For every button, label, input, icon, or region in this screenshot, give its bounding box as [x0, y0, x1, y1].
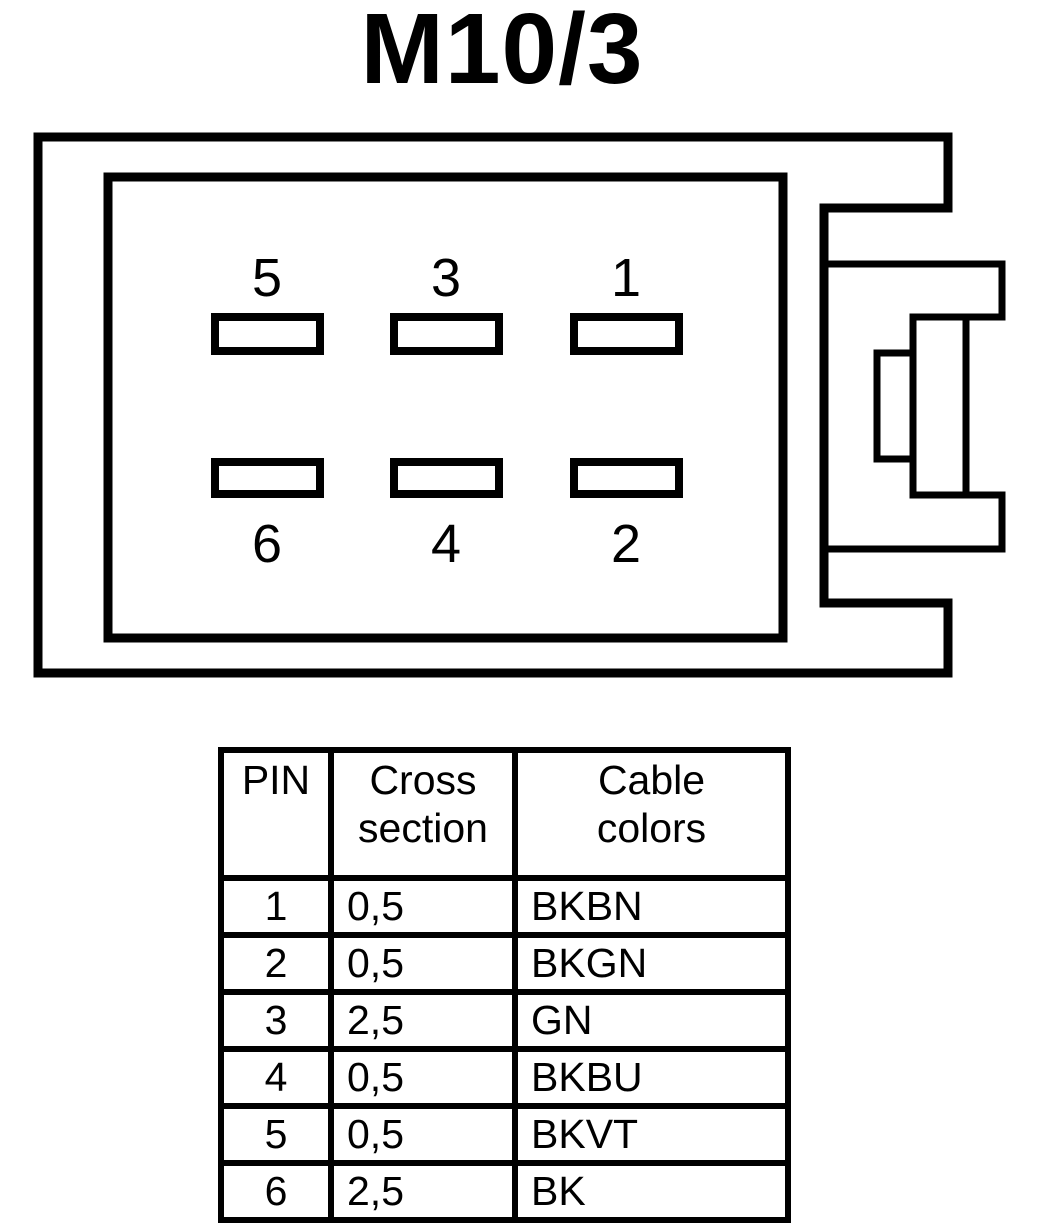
pin-label-4: 4	[431, 514, 461, 574]
pin-label-5: 5	[252, 248, 282, 308]
cross-section-cell: 0,5	[328, 932, 518, 995]
pin-label-3: 3	[431, 248, 461, 308]
pin-slot-3	[390, 313, 503, 355]
pin-slot-4	[390, 458, 503, 498]
inner-cavity	[103, 172, 788, 643]
pin-slot-6	[211, 458, 324, 498]
table-row: 1 0,5 BKBN	[218, 875, 791, 938]
pin-cell: 5	[218, 1103, 334, 1166]
connector-title: M10/3	[360, 0, 644, 105]
cross-section-cell: 2,5	[328, 989, 518, 1052]
cross-section-cell: 0,5	[328, 875, 518, 938]
latch-blade	[909, 313, 970, 499]
pin-label-1: 1	[611, 248, 641, 308]
pin-label-2: 2	[611, 514, 641, 574]
header-line: colors	[596, 805, 707, 852]
cable-color-cell: BKBN	[512, 875, 791, 938]
cross-section-header-cell: Cross section	[328, 747, 518, 881]
pin-cell: 4	[218, 1046, 334, 1109]
table-row: 3 2,5 GN	[218, 989, 791, 1052]
pin-slot-2	[570, 458, 683, 498]
connector-diagram: 5 3 1 6 4 2	[33, 132, 1006, 678]
cable-color-cell: BK	[512, 1160, 791, 1223]
pin-label-6: 6	[252, 514, 282, 574]
table-row: 2 0,5 BKGN	[218, 932, 791, 995]
cross-section-cell: 0,5	[328, 1103, 518, 1166]
header-line: Cable	[597, 757, 706, 803]
header-line: PIN	[241, 757, 311, 803]
table-header-row: PIN Cross section Cable colors	[218, 747, 791, 881]
table-row: 4 0,5 BKBU	[218, 1046, 791, 1109]
cross-section-cell: 2,5	[328, 1160, 518, 1223]
pin-cell: 1	[218, 875, 334, 938]
cable-colors-header-cell: Cable colors	[512, 747, 791, 881]
pin-cell: 2	[218, 932, 334, 995]
pin-cell: 3	[218, 989, 334, 1052]
cable-color-cell: BKBU	[512, 1046, 791, 1109]
pin-slot-5	[211, 313, 324, 355]
pin-header-cell: PIN	[218, 747, 334, 881]
table-row: 6 2,5 BK	[218, 1160, 791, 1223]
housing-outline	[33, 132, 953, 678]
table-row: 5 0,5 BKVT	[218, 1103, 791, 1166]
header-line: section	[358, 805, 488, 852]
cross-section-cell: 0,5	[328, 1046, 518, 1109]
cable-color-cell: GN	[512, 989, 791, 1052]
cable-color-cell: BKVT	[512, 1103, 791, 1166]
pin-slot-1	[570, 313, 683, 355]
latch-key	[873, 349, 917, 463]
cable-color-cell: BKGN	[512, 932, 791, 995]
pin-table: PIN Cross section Cable colors 1 0,5 BKB…	[218, 747, 791, 1223]
pin-cell: 6	[218, 1160, 334, 1223]
header-line: Cross	[369, 757, 477, 803]
